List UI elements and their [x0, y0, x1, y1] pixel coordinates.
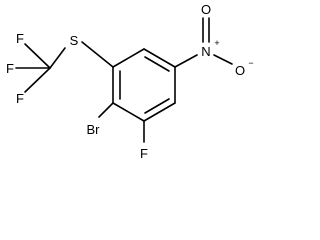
atom-br: Br — [87, 122, 101, 137]
atom-o-top: O — [201, 2, 211, 17]
bond-c-f1 — [24, 43, 51, 69]
ring-bond-2-inner — [144, 56, 170, 72]
ring-bond-5 — [112, 102, 145, 122]
bond-c-f3 — [24, 67, 51, 93]
bond-ring-br — [98, 102, 114, 118]
ring-bond-4 — [143, 102, 176, 122]
atom-f-ring: F — [140, 146, 148, 161]
bond-n-o-right — [213, 54, 233, 65]
n-plus-charge: + — [214, 38, 219, 48]
bond-ring-n — [174, 54, 198, 68]
atom-f2: F — [6, 61, 14, 76]
atom-f1: F — [16, 31, 24, 46]
bond-c-s — [49, 47, 66, 69]
bond-s-ring — [81, 41, 114, 68]
o-minus-charge: − — [248, 58, 253, 68]
molecule-structure: F F F S Br F N + O − O — [6, 2, 254, 161]
ring-bond-4-inner — [144, 98, 170, 114]
atom-s: S — [70, 33, 79, 48]
atom-n: N — [201, 44, 210, 59]
atom-f3: F — [16, 91, 24, 106]
ring-bond-1 — [112, 48, 145, 68]
ring-bond-2 — [143, 48, 176, 68]
atom-o-right: O — [235, 63, 245, 78]
